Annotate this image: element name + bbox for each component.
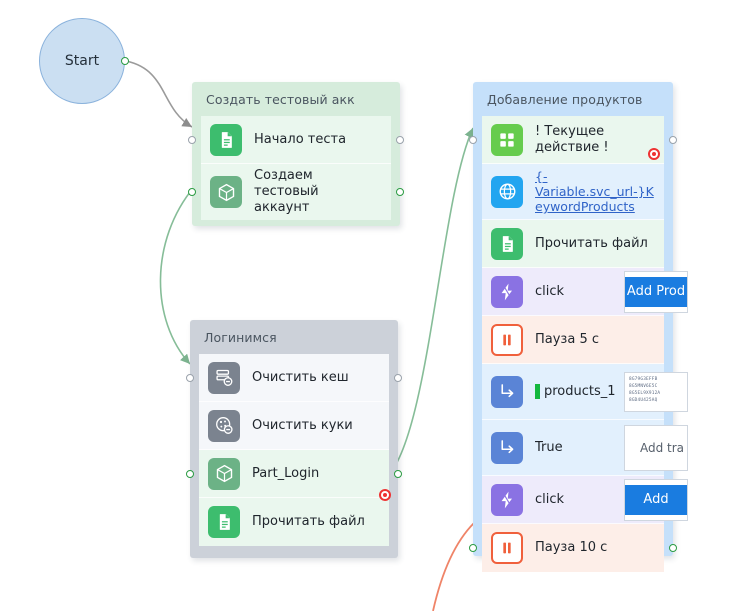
lightning-icon — [491, 483, 523, 516]
globe-icon — [491, 175, 523, 208]
group-title-login: Логинимся — [204, 330, 277, 345]
cube-icon — [210, 176, 242, 208]
cube-icon — [208, 457, 240, 490]
code-preview[interactable]: 8G79G3EFFB 8G5MNV6E5C 8G5EL9X912A 8GD4U4… — [624, 371, 688, 412]
node-label: True — [535, 439, 563, 455]
node-label: products_10 — [544, 383, 616, 399]
node-products-10[interactable]: products_10 8G79G3EFFB 8G5MNV6E5C 8G5EL9… — [482, 364, 688, 420]
document-icon — [210, 123, 242, 156]
document-icon — [491, 227, 523, 260]
pause-icon — [491, 532, 523, 564]
start-node[interactable]: Start — [39, 18, 129, 104]
clear-cache-icon — [208, 361, 240, 394]
group-title-add-products: Добавление продуктов — [487, 92, 643, 107]
node-click-add-prod[interactable]: click Add Prod — [482, 268, 688, 316]
node-prochitat-fayl[interactable]: Прочитать файл — [482, 220, 664, 268]
edge-start-to-nachalo — [125, 60, 193, 128]
node-ochistit-kuki[interactable]: Очистить куки — [199, 402, 389, 450]
node-output-port[interactable] — [394, 469, 402, 478]
node-input-port[interactable] — [469, 135, 477, 144]
lightning-icon — [491, 275, 523, 308]
node-part-login[interactable]: Part_Login — [186, 450, 402, 501]
node-label: Прочитать файл — [535, 235, 648, 251]
breakpoint-marker[interactable] — [648, 148, 660, 160]
node-prochitat-fayl[interactable]: Прочитать файл — [199, 498, 389, 546]
node-click-add[interactable]: click Add — [482, 476, 688, 524]
node-label: Очистить куки — [252, 417, 353, 433]
node-ochistit-kesh[interactable]: Очистить кеш — [186, 354, 402, 402]
group-body-login: Очистить кеш Очистить куки — [186, 354, 402, 546]
node-output-port[interactable] — [669, 544, 677, 552]
group-body-create-test-account: Начало теста Создаем тестовый аккаунт — [188, 116, 404, 220]
inline-text-preview[interactable]: Add tra — [624, 424, 688, 471]
node-input-port[interactable] — [186, 469, 194, 478]
inline-button-preview[interactable]: Add Prod — [624, 270, 688, 313]
inline-button-preview[interactable]: Add — [624, 478, 688, 521]
node-label: click — [535, 283, 565, 299]
grid-icon — [491, 123, 523, 156]
node-label-link[interactable]: {-Variable.svc_url-}KeywordProducts — [535, 168, 654, 215]
start-label: Start — [64, 53, 100, 69]
breakpoint-marker[interactable] — [379, 489, 391, 501]
node-nachalo-testa[interactable]: Начало теста — [188, 116, 404, 164]
node-input-port[interactable] — [188, 188, 196, 196]
node-pause-5s[interactable]: Пауза 5 с — [482, 316, 664, 364]
group-login[interactable]: Логинимся Очистить кеш — [186, 320, 402, 558]
node-sozdaem-testovyy-akkaunt[interactable]: Создаем тестовый аккаунт — [188, 164, 404, 220]
arrow-turn-icon — [491, 375, 523, 408]
start-output-port[interactable] — [121, 57, 129, 65]
node-label: Пауза 10 с — [535, 540, 608, 556]
node-current-action[interactable]: ! Текущее действие ! — [469, 116, 677, 164]
group-add-products[interactable]: Добавление продуктов ! Текущее действие … — [469, 82, 688, 572]
group-create-test-account[interactable]: Создать тестовый акк Начало теста — [188, 82, 404, 226]
node-label: Очистить кеш — [252, 369, 349, 385]
node-label: Пауза 5 с — [535, 331, 599, 347]
pause-icon — [491, 323, 523, 356]
add-button[interactable]: Add — [625, 484, 687, 515]
node-output-port[interactable] — [396, 135, 404, 144]
status-chip — [535, 384, 540, 399]
code-line: 8G5EL9X912A — [629, 390, 661, 396]
node-label: Начало теста — [254, 131, 347, 147]
node-label: ! Текущее действие ! — [535, 123, 609, 155]
node-input-port[interactable] — [469, 544, 477, 552]
node-true[interactable]: True Add tra — [482, 420, 688, 476]
group-title-create-test-account: Создать тестовый акк — [206, 92, 355, 107]
node-label: Part_Login — [252, 465, 320, 481]
arrow-turn-icon — [491, 431, 523, 464]
node-input-port[interactable] — [188, 135, 196, 144]
node-open-url[interactable]: {-Variable.svc_url-}KeywordProducts — [482, 164, 664, 220]
edge-account-to-cache — [159, 186, 195, 365]
edge-login-to-current — [387, 127, 474, 477]
node-output-port[interactable] — [394, 373, 402, 382]
code-line: 8G5MNV6E5C — [629, 383, 658, 389]
edge-pause10-outgoing — [432, 522, 475, 611]
code-line: 8G79G3EFFB — [629, 376, 658, 382]
node-label: Создаем тестовый аккаунт — [254, 168, 319, 215]
node-output-port[interactable] — [396, 188, 404, 196]
node-input-port[interactable] — [186, 373, 194, 382]
code-line: 8GD4U425AQ — [629, 397, 658, 403]
node-pause-10s[interactable]: Пауза 10 с — [469, 524, 677, 572]
node-output-port[interactable] — [669, 135, 677, 144]
clear-cookies-icon — [208, 409, 240, 442]
add-prod-button[interactable]: Add Prod — [625, 276, 687, 307]
node-label: click — [535, 491, 565, 507]
group-body-add-products: ! Текущее действие ! {-Variable.svc_url-… — [469, 116, 688, 572]
document-icon — [208, 506, 240, 538]
node-label: Прочитать файл — [252, 514, 365, 530]
